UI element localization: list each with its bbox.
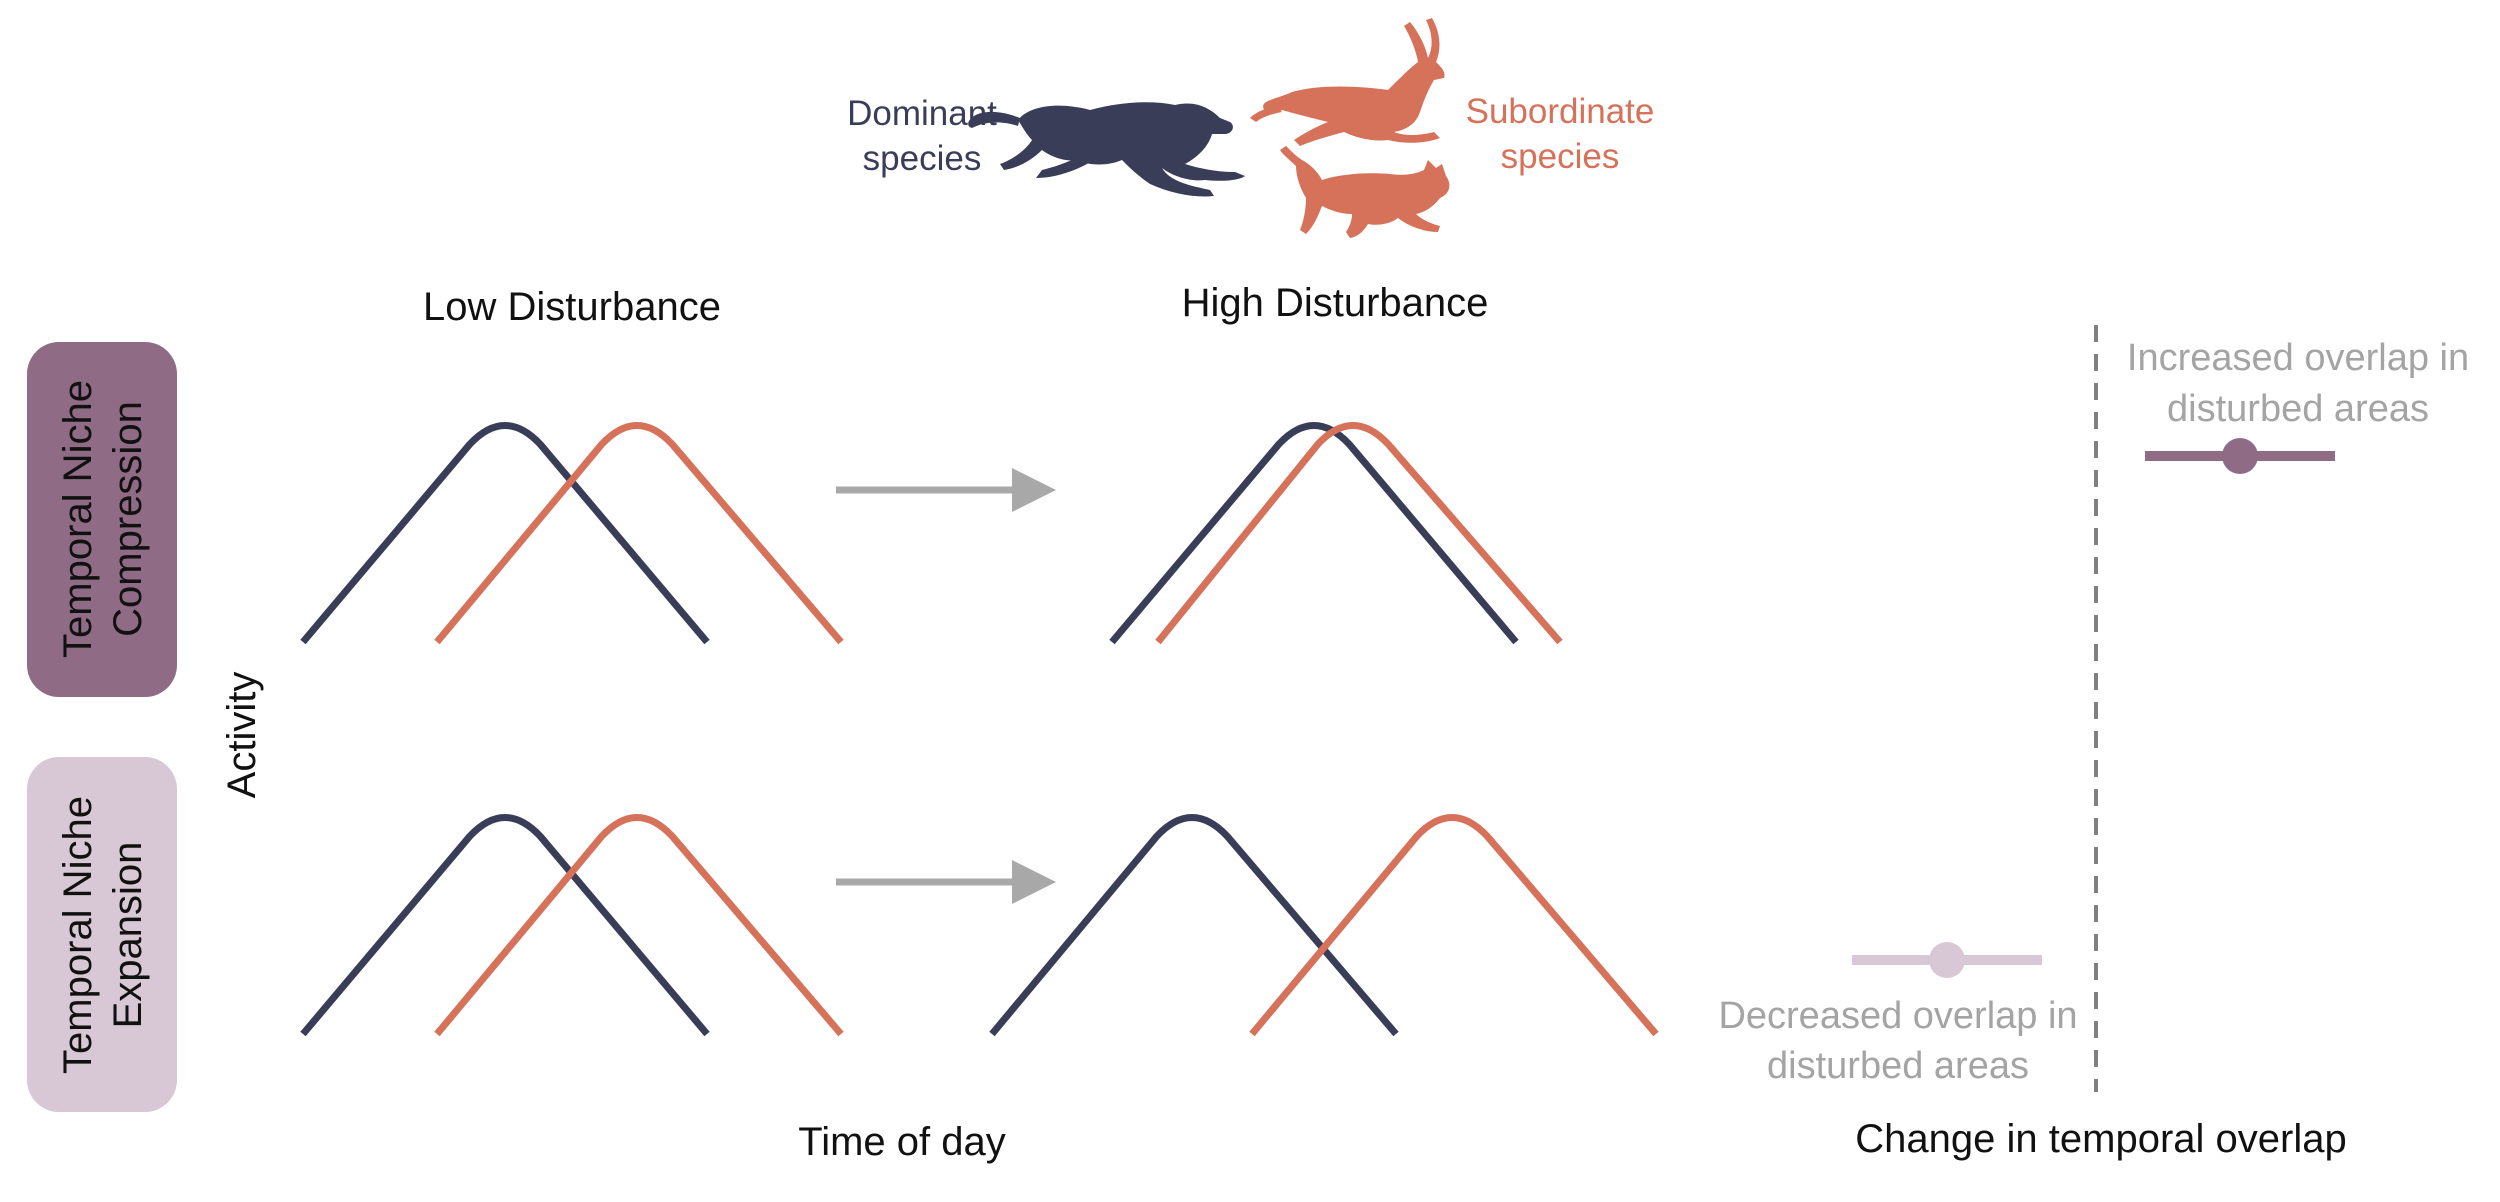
increased-overlap-annotation: Increased overlap in disturbed areas	[2127, 337, 2469, 474]
row-label-expansion: Temporal Niche Expansion	[27, 757, 177, 1112]
small-cat-silhouette-icon	[1280, 146, 1449, 238]
row-label-compression: Temporal Niche Compression	[27, 342, 177, 697]
row-label-compression-line1: Temporal Niche	[56, 380, 100, 658]
increased-overlap-point	[2222, 438, 2258, 474]
increased-overlap-label-line2: disturbed areas	[2167, 388, 2429, 430]
legend: Dominant species Subordinate species	[847, 18, 1654, 238]
row-label-expansion-line1: Temporal Niche	[56, 796, 100, 1074]
legend-dominant-label-line2: species	[863, 139, 982, 178]
expansion-high-curves	[992, 818, 1656, 1035]
right-arrow-icon	[836, 860, 1056, 904]
legend-subordinate-label-line2: species	[1501, 137, 1620, 176]
expansion-high-dominant-curve	[992, 818, 1396, 1035]
decreased-overlap-point	[1929, 942, 1965, 978]
gazelle-silhouette-icon	[1250, 18, 1445, 146]
increased-overlap-label-line1: Increased overlap in	[2127, 337, 2469, 379]
column-header-high-disturbance: High Disturbance	[1182, 281, 1489, 325]
decreased-overlap-annotation: Decreased overlap in disturbed areas	[1718, 942, 2077, 1087]
right-arrow-icon	[836, 468, 1056, 512]
decreased-overlap-label-line1: Decreased overlap in	[1718, 995, 2077, 1037]
expansion-low-subordinate-curve	[437, 818, 841, 1035]
expansion-high-subordinate-curve	[1252, 818, 1656, 1035]
compression-low-curves	[303, 426, 841, 643]
compression-high-dominant-curve	[1112, 426, 1516, 643]
overlap-axis-label: Change in temporal overlap	[1855, 1117, 2346, 1161]
expansion-low-dominant-curve	[303, 818, 707, 1035]
legend-subordinate-label-line1: Subordinate	[1466, 92, 1655, 131]
column-header-low-disturbance: Low Disturbance	[423, 285, 721, 329]
compression-low-dominant-curve	[303, 426, 707, 643]
expansion-low-curves	[303, 818, 841, 1035]
compression-low-subordinate-curve	[437, 426, 841, 643]
compression-high-curves	[1112, 426, 1560, 643]
row-label-expansion-line2: Expansion	[106, 842, 150, 1029]
x-axis-label: Time of day	[798, 1120, 1005, 1164]
cheetah-silhouette-icon	[968, 102, 1245, 196]
row-label-compression-box	[27, 342, 177, 697]
y-axis-label: Activity	[220, 672, 264, 799]
row-label-compression-line2: Compression	[106, 401, 150, 637]
row-label-expansion-box	[27, 757, 177, 1112]
decreased-overlap-label-line2: disturbed areas	[1767, 1045, 2029, 1087]
legend-dominant-label-line1: Dominant	[847, 94, 997, 133]
